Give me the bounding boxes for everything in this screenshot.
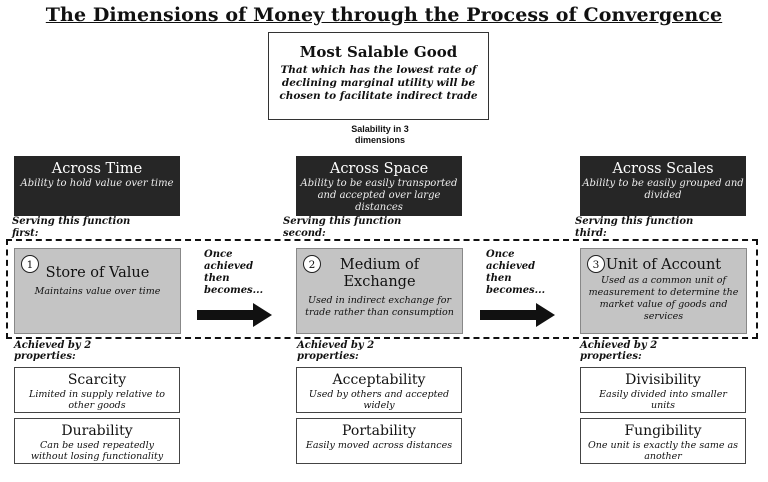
serving-label-second: Serving this function second: [283, 216, 402, 239]
property-desc: One unit is exactly the same as another [587, 440, 739, 462]
dimension-box-scales: Across Scales Ability to be easily group… [580, 156, 746, 216]
transition-label-2: Once achieved then becomes... [486, 249, 546, 296]
function-heading: Unit of Account [605, 257, 722, 273]
dimension-desc: Ability to hold value over time [20, 178, 174, 189]
dimension-heading: Across Space [329, 161, 429, 177]
most-salable-good-heading: Most Salable Good [299, 43, 458, 61]
property-box-portability: Portability Easily moved across distance… [296, 418, 462, 464]
most-salable-good-box: Most Salable Good That which has the low… [268, 32, 489, 120]
property-heading: Fungibility [624, 423, 702, 439]
function-box-medium-of-exchange: 2 Medium of Exchange Used in indirect ex… [296, 248, 463, 334]
property-desc: Used by others and accepted widely [308, 389, 450, 411]
serving-label-first: Serving this function first: [12, 216, 131, 239]
property-heading: Acceptability [332, 372, 426, 388]
step-number-badge: 3 [587, 255, 605, 273]
dimension-desc: Ability to be easily transported and acc… [300, 178, 458, 213]
transition-label-1: Once achieved then becomes... [204, 249, 264, 296]
property-desc: Limited in supply relative to other good… [29, 389, 165, 411]
diagram-title: The Dimensions of Money through the Proc… [45, 4, 723, 26]
function-heading: Medium of Exchange [339, 257, 420, 290]
function-desc: Used in indirect exchange for trade rath… [305, 295, 454, 318]
property-heading: Durability [61, 423, 133, 439]
dimension-box-space: Across Space Ability to be easily transp… [296, 156, 462, 216]
step-number-badge: 1 [21, 255, 39, 273]
dimension-heading: Across Scales [612, 161, 714, 177]
dimension-heading: Across Time [51, 161, 143, 177]
achieved-label: Achieved by 2 properties: [580, 340, 658, 362]
function-box-unit-of-account: 3 Unit of Account Used as a common unit … [580, 248, 747, 334]
property-heading: Scarcity [67, 372, 127, 388]
function-heading: Store of Value [45, 265, 150, 281]
property-heading: Portability [342, 423, 416, 439]
most-salable-good-desc: That which has the lowest rate of declin… [279, 64, 478, 102]
property-box-scarcity: Scarcity Limited in supply relative to o… [14, 367, 180, 413]
property-box-acceptability: Acceptability Used by others and accepte… [296, 367, 462, 413]
property-box-divisibility: Divisibility Easily divided into smaller… [580, 367, 746, 413]
dimension-desc: Ability to be easily grouped and divided [582, 178, 744, 201]
function-desc: Used as a common unit of measurement to … [588, 275, 739, 322]
property-desc: Easily divided into smaller units [599, 389, 727, 411]
function-box-store-of-value: 1 Store of Value Maintains value over ti… [14, 248, 181, 334]
dimension-box-time: Across Time Ability to hold value over t… [14, 156, 180, 216]
property-heading: Divisibility [625, 372, 701, 388]
step-number-badge: 2 [303, 255, 321, 273]
function-desc: Maintains value over time [34, 286, 161, 297]
property-desc: Easily moved across distances [305, 440, 453, 451]
serving-label-third: Serving this function third: [575, 216, 694, 239]
property-box-fungibility: Fungibility One unit is exactly the same… [580, 418, 746, 464]
achieved-label: Achieved by 2 properties: [14, 340, 92, 362]
salability-label: Salability in 3 dimensions [351, 124, 409, 145]
property-box-durability: Durability Can be used repeatedly withou… [14, 418, 180, 464]
functions-dashed-frame [6, 239, 758, 339]
property-desc: Can be used repeatedly without losing fu… [30, 440, 164, 462]
achieved-label: Achieved by 2 properties: [297, 340, 375, 362]
right-arrow-icon [197, 303, 272, 327]
right-arrow-icon [480, 303, 555, 327]
